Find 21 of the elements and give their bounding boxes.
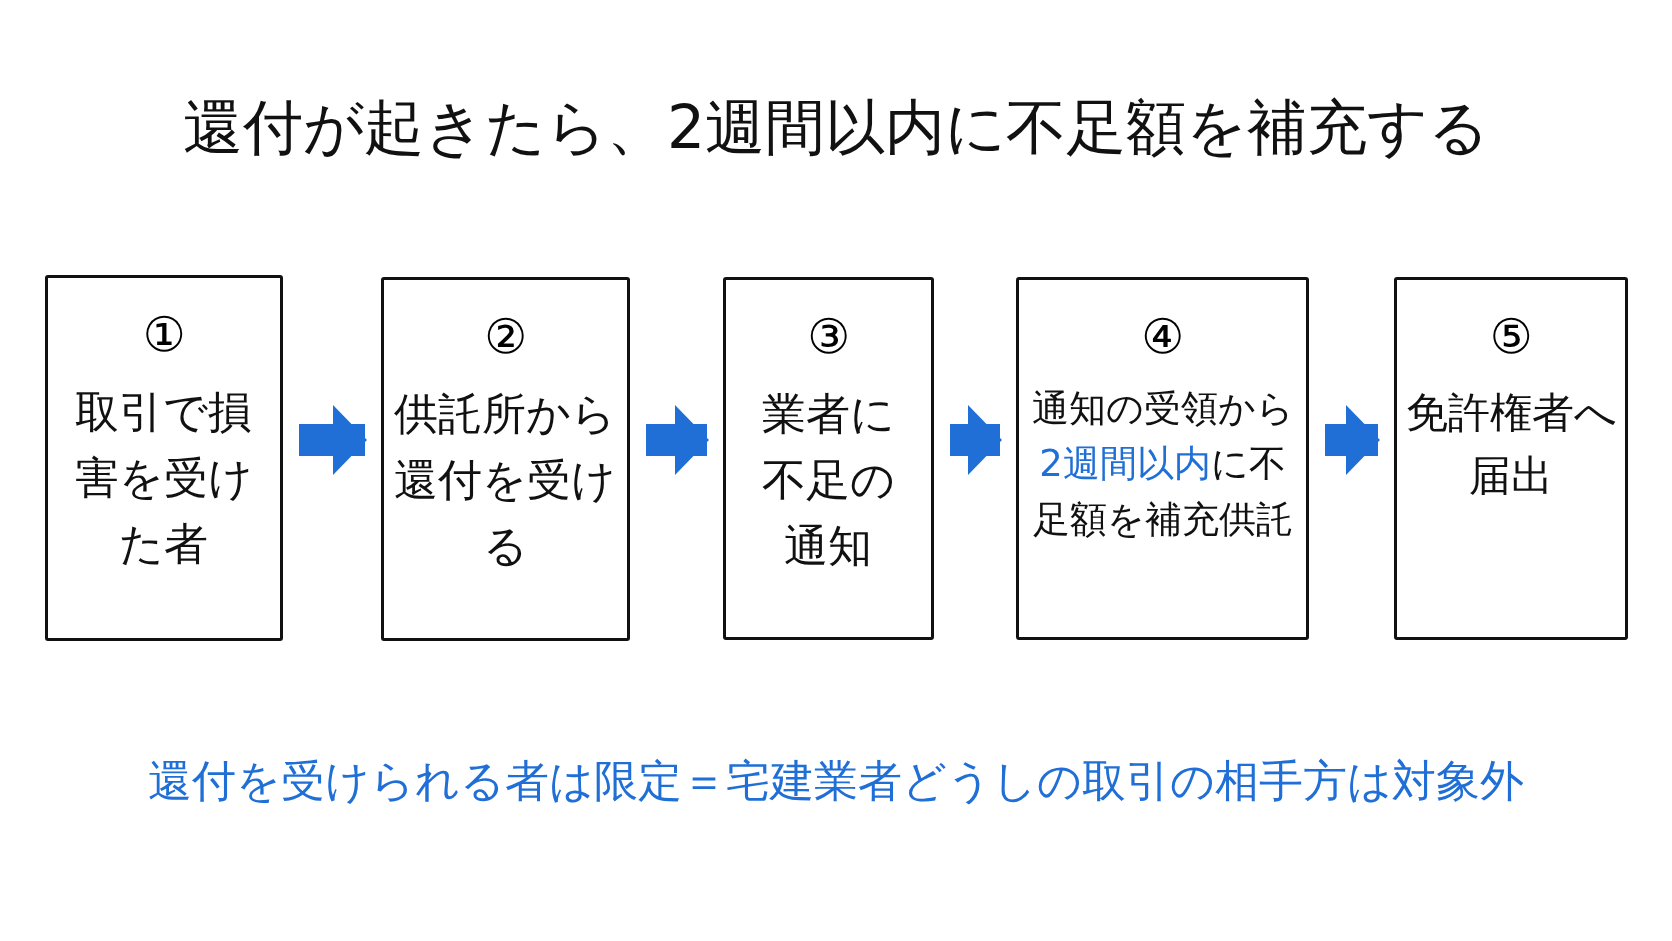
- step-text: 業者に不足の通知: [761, 386, 896, 573]
- block-arrow: [950, 405, 1002, 475]
- note-text: 還付を受けられる者は限定＝宅建業者どうしの取引の相手方は対象外: [147, 754, 1525, 808]
- process-box: [1016, 277, 1309, 640]
- title-text: 還付が起きたら、2週間以内に不足額を補充する: [181, 91, 1491, 164]
- process-box: [381, 277, 630, 641]
- step-text: 免許権者へ届出: [1404, 386, 1618, 502]
- step-number: ⑤: [1489, 310, 1533, 363]
- step-number: ④: [1141, 310, 1184, 363]
- step-number: ③: [807, 310, 850, 363]
- block-arrow: [646, 405, 709, 475]
- block-arrow: [1325, 405, 1380, 475]
- step-number: ①: [142, 308, 186, 361]
- process-box: [45, 275, 283, 641]
- step-number: ②: [484, 310, 527, 363]
- step-text: 供託所から還付を受ける: [393, 386, 618, 573]
- step-text: 取引で損害を受けた者: [74, 384, 254, 571]
- step-text: 通知の受領から2週間以内に不足額を補充供託: [1030, 385, 1295, 543]
- process-box: [723, 277, 934, 640]
- process-box: [1394, 277, 1628, 640]
- block-arrow: [299, 405, 367, 475]
